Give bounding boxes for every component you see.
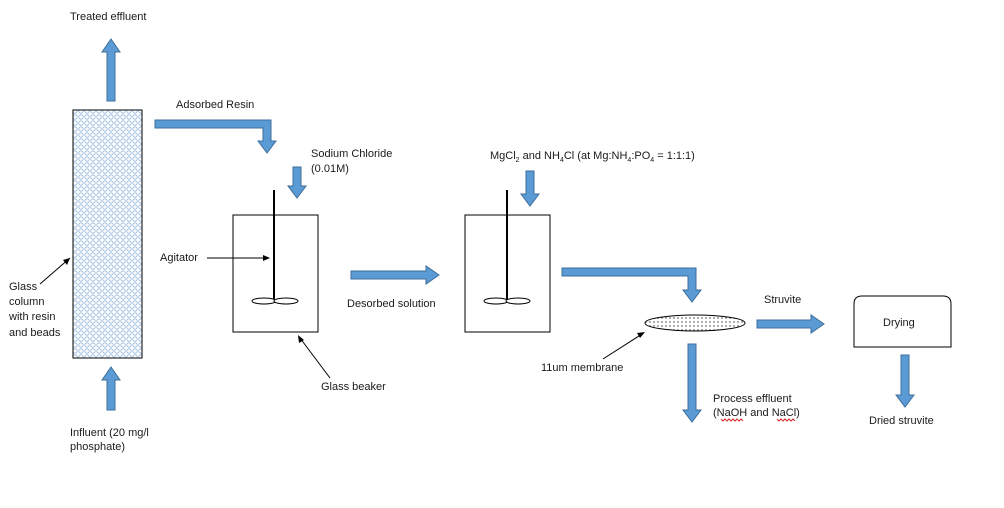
desorption-beaker: [232, 214, 319, 333]
dried-struvite-arrow: [895, 354, 915, 408]
agitator-pointer-head: [263, 255, 270, 261]
influent-arrow: [101, 366, 121, 411]
precipitation-blade-right: [505, 297, 531, 305]
membrane-pointer-head: [637, 332, 645, 338]
glass-column-label-line3: with resin: [8, 311, 55, 323]
glass-beaker-pointer: [299, 337, 331, 379]
agitator-blade-left: [251, 297, 277, 305]
struvite-arrow: [756, 314, 825, 334]
glass-column-label-line1: Glass: [9, 281, 38, 293]
adsorbed-resin-label: Adsorbed Resin: [176, 99, 254, 111]
drying-label: Drying: [883, 317, 915, 329]
membrane-pointer: [602, 333, 643, 360]
glass-beaker-label: Glass beaker: [321, 381, 386, 393]
reagents-label: MgCl2 and NH4Cl (at Mg:NH4:PO4 = 1:1:1): [490, 150, 695, 164]
sodium-chloride-label-line2: (0.01M): [311, 163, 349, 175]
influent-label-line2: phosphate): [70, 441, 125, 453]
sodium-chloride-arrow: [287, 166, 307, 199]
dried-struvite-label: Dried struvite: [869, 415, 934, 427]
glass-beaker-pointer-head: [298, 335, 304, 343]
precipitation-blade-left: [483, 297, 509, 305]
struvite-label: Struvite: [764, 294, 801, 306]
reagents-arrow: [520, 170, 540, 207]
slurry-arrow: [561, 267, 702, 303]
spellcheck-underline-nacl: [776, 418, 796, 422]
agitator-blade-right: [273, 297, 299, 305]
membrane-filter: [644, 314, 746, 332]
spellcheck-underline-naoh: [720, 418, 744, 422]
drying-box: [853, 295, 952, 348]
glass-column: [72, 109, 143, 359]
sodium-chloride-label-line1: Sodium Chloride: [311, 148, 392, 160]
glass-column-label-line4: and beads: [9, 327, 61, 339]
influent-label-line1: Influent (20 mg/l: [70, 427, 149, 439]
process-effluent-label-line2: (NaOH and NaCl): [713, 407, 800, 419]
desorbed-solution-label: Desorbed solution: [347, 298, 436, 310]
glass-column-pointer-head: [63, 258, 70, 265]
membrane-label: 11um membrane: [541, 362, 623, 374]
glass-column-label-line2: column: [9, 296, 44, 308]
process-effluent-label-line1: Process effluent: [713, 393, 792, 405]
adsorbed-resin-arrow: [154, 119, 277, 154]
treated-effluent-label: Treated effluent: [70, 11, 146, 23]
agitator-label: Agitator: [160, 252, 198, 264]
desorbed-solution-arrow: [350, 265, 440, 285]
treated-effluent-arrow: [101, 38, 121, 102]
process-effluent-arrow: [682, 343, 702, 423]
